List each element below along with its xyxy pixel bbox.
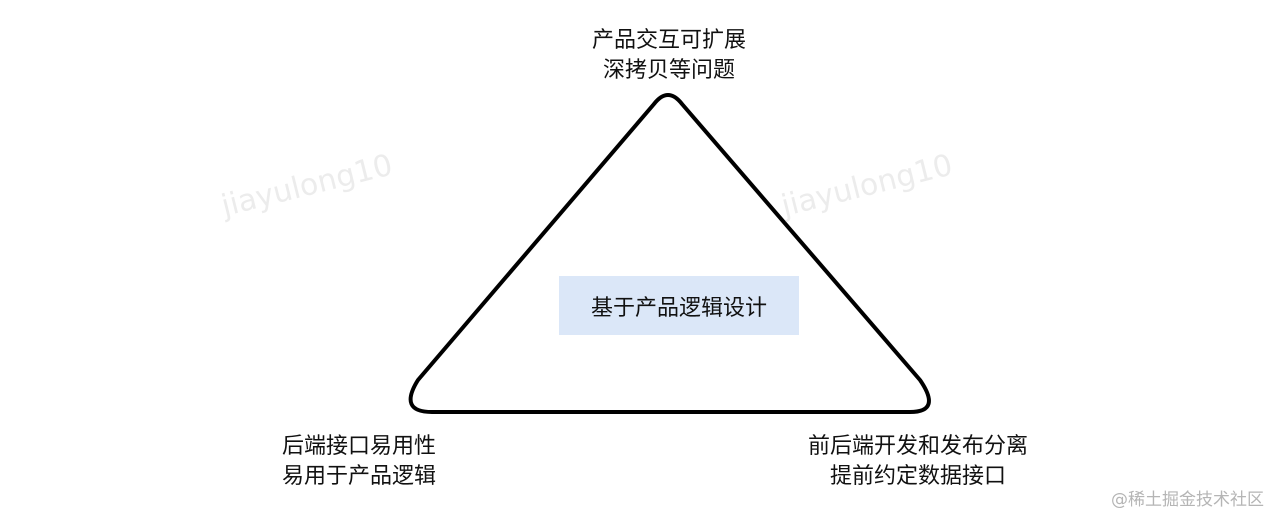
left-label-line-2: 易用于产品逻辑	[281, 464, 436, 489]
top-label-line-1: 产品交互可扩展	[591, 28, 746, 53]
right-vertex-label: 前后端开发和发布分离 提前约定数据接口	[783, 432, 1053, 492]
site-credit: @稀土掘金技术社区	[1111, 490, 1264, 510]
triangle-shape	[408, 93, 931, 414]
left-vertex-label: 后端接口易用性 易用于产品逻辑	[244, 432, 474, 492]
center-label: 基于产品逻辑设计	[590, 295, 767, 321]
center-box: 基于产品逻辑设计	[559, 276, 799, 335]
top-label-line-2: 深拷贝等问题	[602, 58, 735, 83]
right-label-line-2: 提前约定数据接口	[829, 464, 1006, 489]
top-vertex-label: 产品交互可扩展 深拷贝等问题	[569, 26, 769, 86]
right-label-line-1: 前后端开发和发布分离	[807, 434, 1028, 459]
left-label-line-1: 后端接口易用性	[281, 434, 436, 459]
